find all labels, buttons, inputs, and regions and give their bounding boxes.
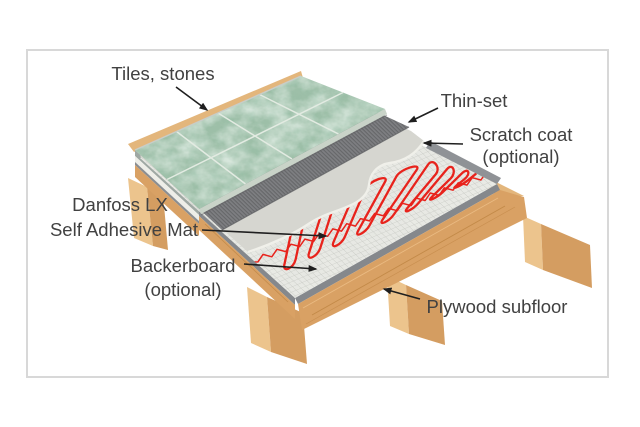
heating-cable-path (283, 161, 477, 271)
arrow-backerboard (243, 263, 318, 272)
label-mat-2: Self Adhesive Mat (50, 219, 198, 240)
label-backerboard-1: Backerboard (131, 255, 236, 276)
grout-lines (166, 91, 344, 185)
plywood-edge-left (199, 216, 295, 319)
callouts (175, 86, 464, 300)
label-tiles-stones: Tiles, stones (111, 63, 214, 84)
plywood-edge-right (298, 190, 527, 330)
label-thinset: Thin-set (441, 90, 508, 111)
label-mat-1: Danfoss LX (72, 194, 168, 215)
arrow-thinset (407, 107, 439, 123)
floor-joists (128, 178, 592, 364)
backerboard-edge-left (199, 209, 295, 305)
arrow-mat (201, 229, 328, 240)
label-scratch-coat-1: Scratch coat (470, 124, 573, 145)
label-scratch-coat-2: (optional) (482, 146, 559, 167)
plywood-top-sliver-left (128, 71, 303, 152)
arrow-plywood (382, 287, 421, 300)
backerboard-edge-right (295, 184, 500, 304)
callout-texts: Tiles, stones Thin-set Scratch coat (opt… (50, 63, 572, 317)
arrow-scratch-coat (422, 139, 464, 147)
arrow-tiles (175, 86, 209, 111)
tile-thickness-edge (199, 109, 387, 214)
label-plywood: Plywood subfloor (427, 296, 568, 317)
label-backerboard-2: (optional) (144, 279, 221, 300)
cable-zigzag-path (249, 172, 487, 263)
backerboard-top-sliver (426, 141, 501, 184)
